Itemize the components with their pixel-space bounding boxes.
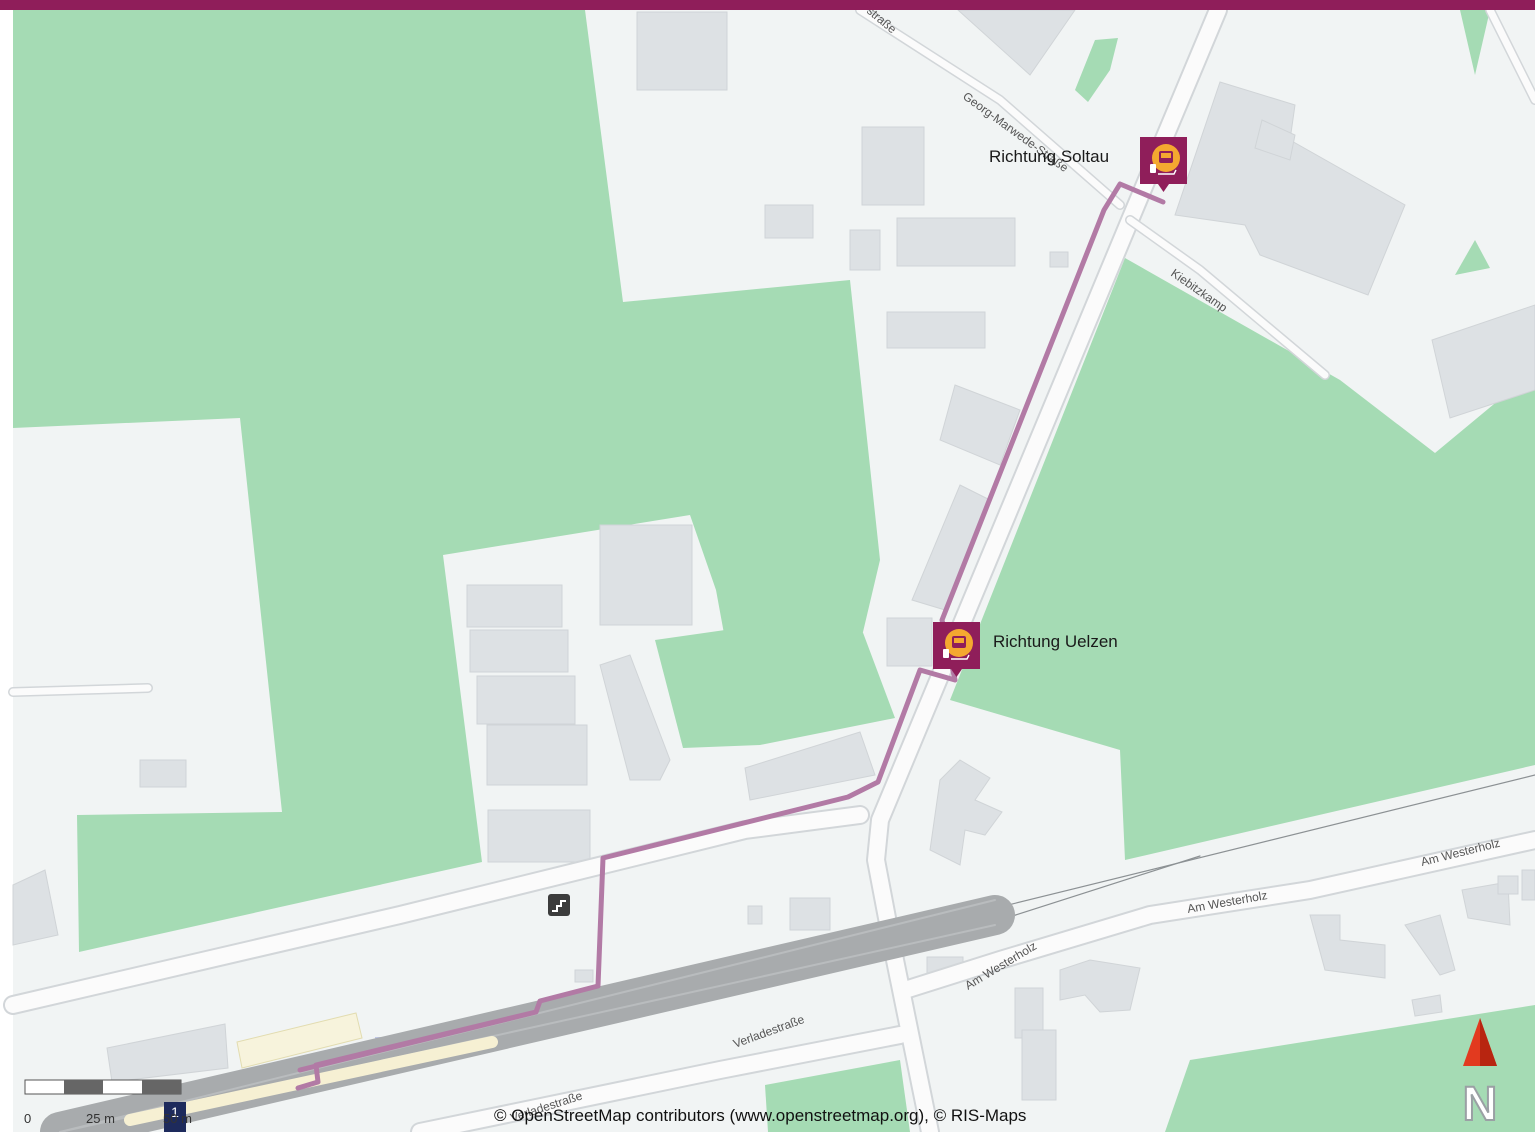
scale-label-25m: 25 m [86,1111,115,1126]
stop-label-soltau: Richtung Soltau [989,147,1110,166]
platform-number-badge: 1 [164,1102,186,1132]
stop-label-uelzen: Richtung Uelzen [993,632,1118,651]
scale-label-zero: 0 [24,1111,32,1126]
green-areas [13,10,1535,1132]
svg-text:1: 1 [171,1104,179,1120]
roads [3,0,1535,1132]
map-attribution: © OpenStreetMap contributors (www.openst… [494,1106,1027,1125]
svg-text:N: N [1463,1078,1498,1131]
scale-bar [24,1079,182,1095]
platform [124,1036,498,1126]
bus-stop-marker-uelzen[interactable] [933,622,980,677]
scale-label-50m: 50 m [163,1111,192,1126]
platform-roof [236,1012,363,1069]
stairs-icon [548,894,570,916]
bus-stop-marker-soltau[interactable] [1140,137,1187,192]
walking-route [295,181,1166,1091]
buildings [12,9,1535,1101]
header-bar [0,0,1535,10]
north-arrow-icon: N [1462,1018,1498,1132]
